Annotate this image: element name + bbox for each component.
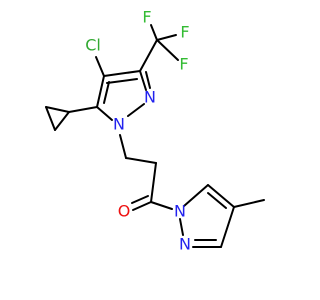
bond-c3-n2-double xyxy=(145,71,151,89)
bond-co-n3 xyxy=(150,201,173,210)
atom-o: O xyxy=(118,202,131,221)
bond-c5-c4-double xyxy=(103,81,110,104)
bond-ch-c4m xyxy=(207,184,235,208)
bond-c4m-ch3 xyxy=(233,199,265,208)
bond-n2-n1 xyxy=(127,103,145,117)
bond-cf3-f1 xyxy=(150,24,158,41)
bond-cf3-c3 xyxy=(139,39,158,72)
bond-c4-c3-double xyxy=(106,78,138,84)
bond-co-o xyxy=(132,201,152,211)
bond-cp-a xyxy=(45,106,70,113)
bond-ch2-ch2 xyxy=(125,157,157,164)
atom-n1: N xyxy=(113,115,125,134)
bond-cl-c4 xyxy=(95,56,105,77)
bond-cf3-f3 xyxy=(156,39,179,61)
atom-f3: F xyxy=(179,55,188,74)
atom-f2: F xyxy=(180,23,189,42)
bond-n3-ch xyxy=(183,184,209,207)
bond-ch2-co xyxy=(150,162,157,203)
bond-cp-c xyxy=(45,106,56,131)
atom-n3: N xyxy=(174,202,186,221)
bond-n1-ch2 xyxy=(119,134,127,159)
atom-labels: Cl F F F N N O N N xyxy=(80,8,191,254)
atom-n4: N xyxy=(179,235,191,254)
structure-svg: Cl F F F N N O N N xyxy=(45,8,265,254)
bond-c5-cp xyxy=(68,106,98,113)
bond-n4-n3 xyxy=(179,218,184,236)
bond-ch-c4m-double xyxy=(207,192,227,209)
bond-co-o-double xyxy=(131,195,149,204)
bond-c4-c3 xyxy=(103,70,141,77)
bond-c5-c4 xyxy=(96,75,105,108)
bond-n1-c5 xyxy=(96,106,113,121)
bond-cp-b xyxy=(54,111,70,131)
bond-cf3-f2 xyxy=(156,34,177,41)
atom-n2: N xyxy=(144,88,156,107)
atom-cl: Cl xyxy=(85,36,101,55)
bond-c4m-c5 xyxy=(220,206,235,248)
bond-c3-n2 xyxy=(139,70,147,91)
bonds xyxy=(45,24,265,248)
atom-f1: F xyxy=(142,8,151,27)
molecule-diagram: Cl F F F N N O N N xyxy=(45,7,265,254)
